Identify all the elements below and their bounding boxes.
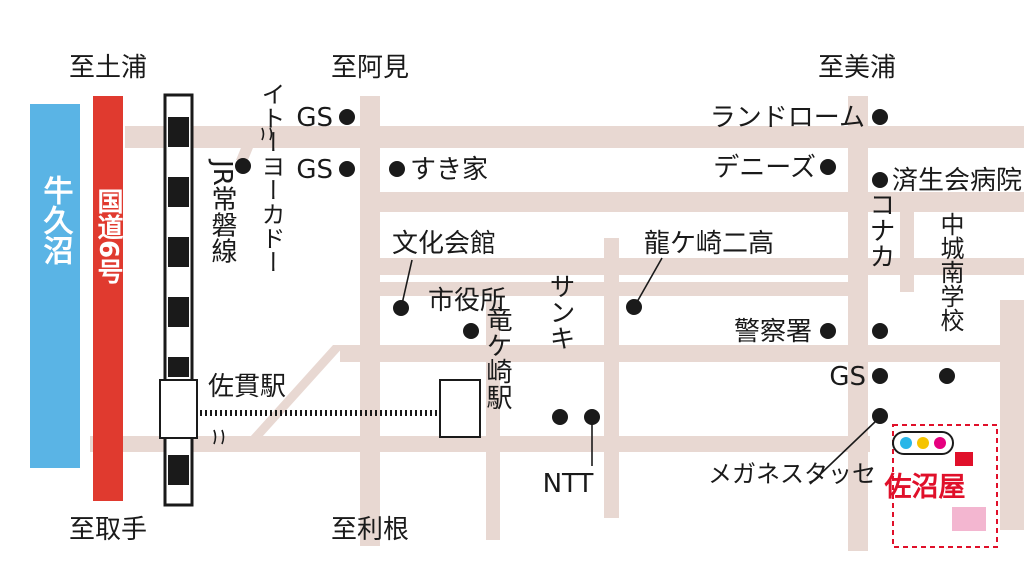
store-name: 佐沼屋 bbox=[884, 472, 966, 503]
river-ushikunuma bbox=[30, 104, 80, 468]
store-logo-dot-yellow bbox=[917, 437, 929, 449]
river-label: 牛久沼 bbox=[38, 175, 74, 265]
chujo-nan-label: 中城南学校 bbox=[936, 212, 964, 332]
gs-3-marker bbox=[872, 368, 888, 384]
road-v-ami bbox=[360, 96, 380, 546]
ryugasaki-niko-leader bbox=[636, 257, 663, 303]
saiseikai-label: 済生会病院 bbox=[892, 166, 1022, 196]
saga-station-label: 佐貫駅 bbox=[208, 372, 286, 402]
sukiya-marker bbox=[389, 161, 405, 177]
ryugasaki-station-label: 竜ケ崎駅 bbox=[482, 306, 512, 410]
kohnan-marker bbox=[872, 323, 888, 339]
keisatsusho-label: 警察署 bbox=[734, 317, 812, 347]
road-top bbox=[125, 126, 1024, 148]
dir-tsuchiura: 至土浦 bbox=[69, 53, 147, 83]
ryugasaki-niko-label: 龍ケ崎二高 bbox=[644, 229, 774, 259]
store-parking bbox=[952, 507, 986, 531]
road-fourth bbox=[380, 282, 860, 296]
shiyakusho-label: 市役所 bbox=[428, 286, 506, 316]
landmarks: GS GS イトーヨーカドー すき家 文化会館 市役所 龍ケ崎二高 サンキ NT… bbox=[235, 82, 1022, 499]
bunka-kaikan-marker bbox=[393, 300, 409, 316]
ryugasaki-station-box bbox=[439, 379, 481, 438]
dennys-marker bbox=[820, 159, 836, 175]
bunka-kaikan-label: 文化会館 bbox=[392, 229, 496, 259]
sanki-label: サンキ bbox=[545, 273, 575, 351]
store-logo-dot-magenta bbox=[934, 437, 946, 449]
sanki-marker bbox=[552, 409, 568, 425]
road-mid bbox=[380, 258, 1024, 275]
road-v-hospital bbox=[900, 192, 914, 292]
saiseikai-marker bbox=[872, 172, 888, 188]
land-rome-label: ランドローム bbox=[710, 103, 865, 133]
ntt-label: NTT bbox=[543, 469, 594, 499]
road-lower bbox=[90, 436, 870, 452]
road-diag-north bbox=[236, 126, 262, 160]
jr-joban-line bbox=[163, 93, 194, 507]
gs-2-label: GS bbox=[296, 155, 333, 185]
saga-station-box bbox=[159, 379, 198, 439]
ntt-marker bbox=[584, 409, 600, 425]
dennys-label: デニーズ bbox=[713, 153, 816, 183]
route-6-label: 国道6号 bbox=[93, 188, 123, 284]
road-v-right bbox=[1000, 300, 1024, 530]
ryugasaki-niko-marker bbox=[626, 299, 642, 315]
road-v-center bbox=[604, 238, 619, 518]
sukiya-label: すき家 bbox=[410, 155, 488, 185]
gs-1-marker bbox=[339, 109, 355, 125]
itoyokado-marker bbox=[235, 158, 251, 174]
itoyokado-label: イトーヨーカドー bbox=[257, 82, 285, 274]
store-marker bbox=[955, 452, 973, 466]
dir-tone: 至利根 bbox=[331, 515, 409, 545]
bunka-kaikan-leader bbox=[401, 259, 413, 305]
road-fifth bbox=[340, 345, 1024, 362]
megane-label: メガネスタッセ bbox=[708, 460, 876, 488]
megane-leader bbox=[809, 419, 878, 485]
gs-2-marker bbox=[339, 161, 355, 177]
store-sanumaya: 佐沼屋 bbox=[884, 424, 998, 548]
land-rome-marker bbox=[872, 109, 888, 125]
dir-miho: 至美浦 bbox=[818, 53, 896, 83]
road-diag-saga bbox=[250, 345, 345, 437]
road-v-ryugasaki bbox=[486, 300, 500, 540]
gs-3-label: GS bbox=[829, 362, 866, 392]
shiyakusho-marker bbox=[463, 323, 479, 339]
crossing-marks bbox=[213, 127, 273, 445]
jr-line-label: JR常磐線 bbox=[207, 158, 237, 264]
road-v-miho bbox=[848, 96, 868, 551]
dir-ami: 至阿見 bbox=[331, 53, 409, 83]
kohnan-label: コナカ bbox=[865, 191, 895, 269]
route-6 bbox=[93, 96, 123, 501]
store-area bbox=[892, 424, 998, 548]
gs-1-label: GS bbox=[296, 103, 333, 133]
store-logo-dot-blue bbox=[900, 437, 912, 449]
chujo-nan-marker bbox=[939, 368, 955, 384]
road-network bbox=[90, 96, 1024, 551]
keisatsusho-marker bbox=[820, 323, 836, 339]
dir-toride: 至取手 bbox=[69, 515, 147, 545]
